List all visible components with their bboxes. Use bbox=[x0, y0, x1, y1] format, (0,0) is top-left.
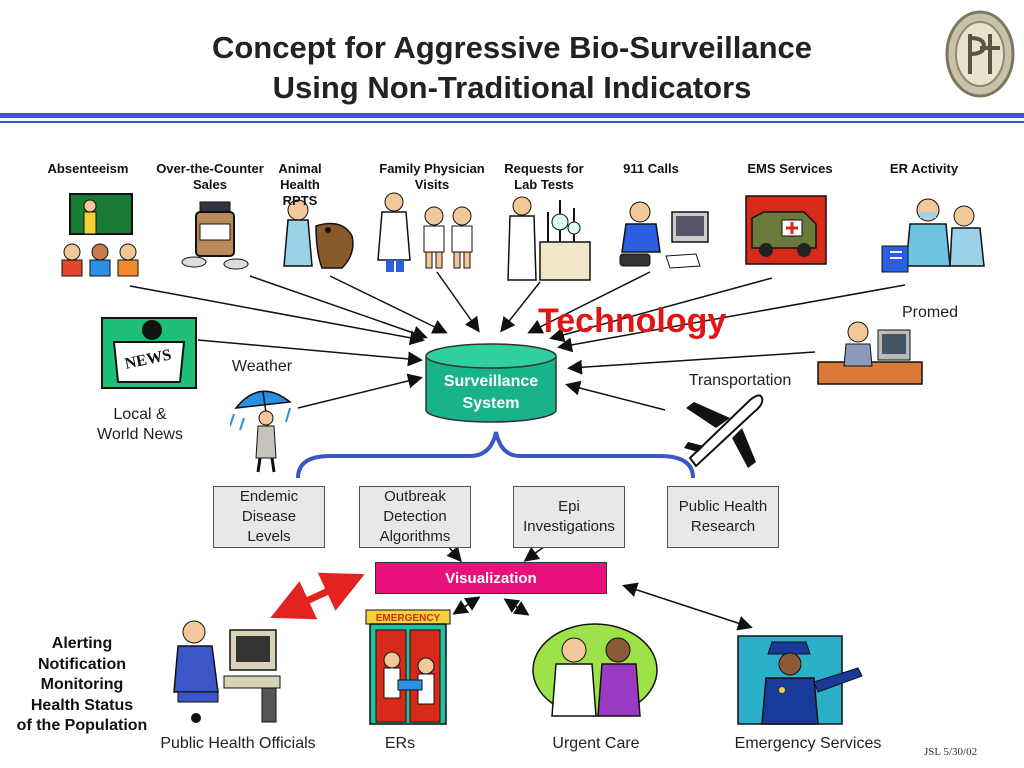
title-line-1: Concept for Aggressive Bio-Surveillance bbox=[211, 30, 813, 65]
university-seal-icon bbox=[945, 10, 1015, 98]
surveillance-system-label: Surveillance System bbox=[428, 371, 554, 415]
box-line: Outbreak bbox=[384, 488, 446, 505]
police-officer-icon bbox=[737, 635, 863, 725]
surveillance-system-line-2: System bbox=[462, 395, 520, 412]
lab-scientist-icon bbox=[507, 196, 591, 281]
veterinarian-dog-icon bbox=[283, 199, 354, 269]
source-label-er-activity: ER Activity bbox=[889, 161, 959, 176]
box-line: Disease bbox=[241, 508, 297, 525]
doctor-children-icon bbox=[377, 192, 473, 272]
transportation-label: Transportation bbox=[688, 372, 792, 389]
alerting-line-2: Notification bbox=[38, 655, 126, 673]
box-line: Algorithms bbox=[379, 528, 451, 545]
news-label: Local & World News bbox=[80, 405, 200, 445]
source-label-lab-tests: Requests for Lab Tests bbox=[504, 161, 584, 192]
source-label-absenteeism: Absenteeism bbox=[47, 161, 129, 176]
source-label-ems: EMS Services bbox=[747, 161, 833, 176]
visualization-box: Visualization bbox=[375, 562, 607, 594]
promed-label: Promed bbox=[901, 304, 959, 321]
database-cylinder-icon bbox=[425, 343, 557, 423]
doctor-patient-icon bbox=[532, 623, 658, 717]
classroom-icon bbox=[61, 193, 139, 277]
news-label-line-1: Local & bbox=[113, 406, 167, 423]
source-label-animal-health: Animal Health RPTS bbox=[278, 161, 322, 208]
surveillance-system-line-1: Surveillance bbox=[443, 373, 539, 390]
output-label-urgent-care: Urgent Care bbox=[552, 735, 640, 752]
box-public-health-research: Public Health Research bbox=[667, 486, 779, 548]
weather-label: Weather bbox=[231, 358, 293, 375]
official-at-computer-icon bbox=[173, 620, 281, 723]
output-label-emergency-services: Emergency Services bbox=[734, 735, 882, 752]
box-line: Detection bbox=[383, 508, 447, 525]
source-label-otc-sales: Over-the-Counter Sales bbox=[156, 161, 264, 192]
alerting-line-5: of the Population bbox=[16, 717, 148, 734]
svg-text:EMERGENCY: EMERGENCY bbox=[376, 613, 441, 624]
page-title: Concept for Aggressive Bio-Surveillance … bbox=[0, 28, 1024, 108]
box-outbreak-detection: Outbreak Detection Algorithms bbox=[359, 486, 471, 548]
output-label-ers: ERs bbox=[384, 735, 416, 752]
telephone-caller-icon bbox=[619, 201, 709, 269]
box-line: Public Health bbox=[678, 498, 768, 515]
box-line: Research bbox=[690, 518, 756, 535]
umbrella-rain-icon bbox=[230, 390, 292, 473]
source-label-family-physician: Family Physician Visits bbox=[379, 161, 485, 192]
surgeons-icon bbox=[881, 198, 985, 273]
alerting-line-3: Monitoring bbox=[40, 676, 124, 693]
box-epi-investigations: Epi Investigations bbox=[513, 486, 625, 548]
box-line: Investigations bbox=[523, 518, 615, 535]
box-line: Endemic bbox=[239, 488, 299, 505]
box-endemic-disease-levels: Endemic Disease Levels bbox=[213, 486, 325, 548]
title-rule-thick bbox=[0, 113, 1024, 118]
date-stamp: JSL 5/30/02 bbox=[924, 746, 978, 758]
ambulance-icon bbox=[745, 195, 827, 265]
alerting-text: Alerting Notification Monitoring Health … bbox=[8, 634, 156, 737]
airplane-icon bbox=[684, 394, 764, 468]
medicine-bottle-icon bbox=[181, 201, 249, 270]
emergency-room-icon: EMERGENCY bbox=[365, 609, 451, 725]
box-line: Levels bbox=[247, 528, 291, 545]
output-label-public-health-officials: Public Health Officials bbox=[160, 735, 316, 752]
box-line: Epi bbox=[558, 498, 580, 515]
title-line-2: Using Non-Traditional Indicators bbox=[272, 70, 752, 105]
technology-label: Technology bbox=[538, 302, 727, 340]
newspaper-reader-icon: NEWS bbox=[101, 317, 197, 389]
source-label-911-calls: 911 Calls bbox=[623, 161, 679, 176]
news-label-line-2: World News bbox=[97, 426, 183, 443]
alerting-line-4: Health Status bbox=[30, 696, 134, 714]
computer-user-icon bbox=[817, 321, 923, 385]
title-rule-thin bbox=[0, 121, 1024, 123]
alerting-line-1: Alerting bbox=[51, 635, 113, 652]
